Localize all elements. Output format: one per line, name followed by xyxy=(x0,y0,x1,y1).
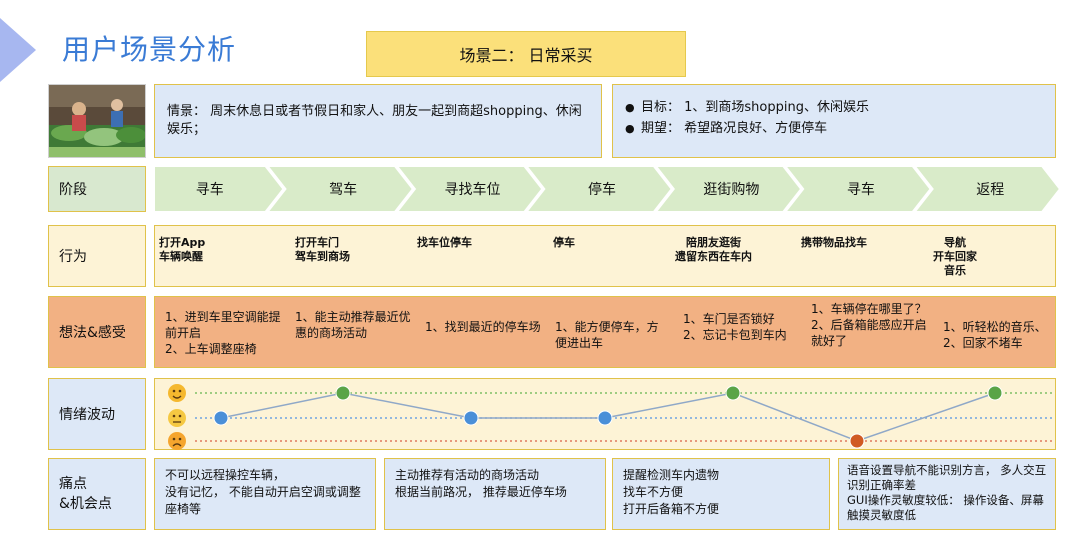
stage-row: 寻车 驾车 寻找车位 停车 逛街购物 寻车 返程 xyxy=(154,166,1060,212)
row-label-emotion: 情绪波动 xyxy=(48,378,146,450)
stage-arrow xyxy=(525,166,673,212)
stage-arrow xyxy=(783,166,932,212)
sad-face-icon xyxy=(168,432,186,450)
thought-text: 1、车辆停在哪里了？ 2、后备箱能感应开启就好了 xyxy=(811,302,927,348)
emotion-point xyxy=(849,433,865,449)
stage-arrows xyxy=(154,166,1060,212)
neutral-face-icon xyxy=(168,409,186,427)
market-photo xyxy=(48,84,146,158)
situation-box: 情景： 周末休息日或者节假日和家人、朋友一起到商超shopping、休闲娱乐； xyxy=(154,84,602,158)
goal-item: ●目标： 1、到商场shopping、休闲娱乐 xyxy=(625,97,1043,118)
stage-label: 返程 xyxy=(976,182,1005,198)
goals-box: ●目标： 1、到商场shopping、休闲娱乐 ●期望： 希望路况良好、方便停车 xyxy=(612,84,1056,158)
stage-label: 寻车 xyxy=(846,182,875,198)
emotion-chart xyxy=(168,384,1053,450)
emotion-point xyxy=(597,410,613,426)
thought-text: 1、车门是否锁好 2、忘记卡包到车内 xyxy=(683,312,787,342)
emotion-point xyxy=(987,385,1003,401)
stage-arrow xyxy=(654,166,803,212)
pain-box-1: 不可以远程操控车辆， 没有记忆， 不能自动开启空调或调整座椅等 xyxy=(154,458,376,530)
thought-text: 1、能方便停车，方便进出车 xyxy=(555,320,659,350)
behavior-row: 打开App 车辆唤醒 打开车门 驾车到商场 找车位停车 停车 陪朋友逛街 遗留东西在车内… xyxy=(154,225,1056,287)
happy-face-icon xyxy=(168,384,186,402)
pain-box-2: 主动推荐有活动的商场活动 根据当前路况， 推荐最近停车场 xyxy=(384,458,606,530)
behavior-text: 打开车门 驾车到商场 xyxy=(295,236,350,263)
emotion-point xyxy=(213,410,229,426)
emotion-point xyxy=(463,410,479,426)
stage-arrow xyxy=(266,166,415,212)
expectation-item: ●期望： 希望路况良好、方便停车 xyxy=(625,118,1043,139)
stage-arrow xyxy=(395,166,544,212)
thoughts-row: 1、进到车里空调能提前开启 2、上车调整座椅 1、能主动推荐最近优惠的商场活动 1、… xyxy=(154,296,1056,368)
behavior-text: 打开App 车辆唤醒 xyxy=(159,236,206,263)
pain-box-4: 语音设置导航不能识别方言， 多人交互识别正确率差 GUI操作灵敏度较低： 操作设… xyxy=(838,458,1056,530)
thought-text: 1、能主动推荐最近优惠的商场活动 xyxy=(295,310,411,340)
behavior-text: 导航 开车回家 音乐 xyxy=(933,236,977,277)
emotion-point xyxy=(335,385,351,401)
thought-text: 1、进到车里空调能提前开启 2、上车调整座椅 xyxy=(165,310,281,356)
thought-text: 1、找到最近的停车场 xyxy=(425,320,541,334)
stage-arrow xyxy=(913,166,1060,212)
thought-text: 1、听轻松的音乐、 2、回家不堵车 xyxy=(943,320,1047,350)
decorative-triangle xyxy=(0,18,36,82)
bullet-icon: ● xyxy=(625,101,635,114)
emotion-row xyxy=(154,378,1056,450)
stage-label: 停车 xyxy=(587,182,616,198)
behavior-text: 找车位停车 xyxy=(417,236,472,249)
stage-label: 驾车 xyxy=(329,182,358,198)
row-label-thoughts: 想法&感受 xyxy=(48,296,146,368)
row-label-stage: 阶段 xyxy=(48,166,146,212)
behavior-text: 携带物品找车 xyxy=(801,236,867,249)
pain-box-3: 提醒检测车内遗物 找车不方便 打开后备箱不方便 xyxy=(612,458,830,530)
behavior-text: 陪朋友逛街 遗留东西在车内 xyxy=(675,236,752,263)
row-label-behavior: 行为 xyxy=(48,225,146,287)
situation-text: 情景： 周末休息日或者节假日和家人、朋友一起到商超shopping、休闲娱乐； xyxy=(167,104,582,137)
stage-label: 寻找车位 xyxy=(444,182,501,198)
stage-label: 寻车 xyxy=(195,182,224,198)
behavior-text: 停车 xyxy=(553,236,575,249)
stage-arrow xyxy=(154,166,285,212)
bullet-icon: ● xyxy=(625,122,635,135)
stage-label: 逛街购物 xyxy=(703,182,760,198)
row-label-pain: 痛点 &机会点 xyxy=(48,458,146,530)
scene-label: 场景二： 日常采买 xyxy=(366,31,686,77)
emotion-point xyxy=(725,385,741,401)
page-title: 用户场景分析 xyxy=(62,33,237,66)
